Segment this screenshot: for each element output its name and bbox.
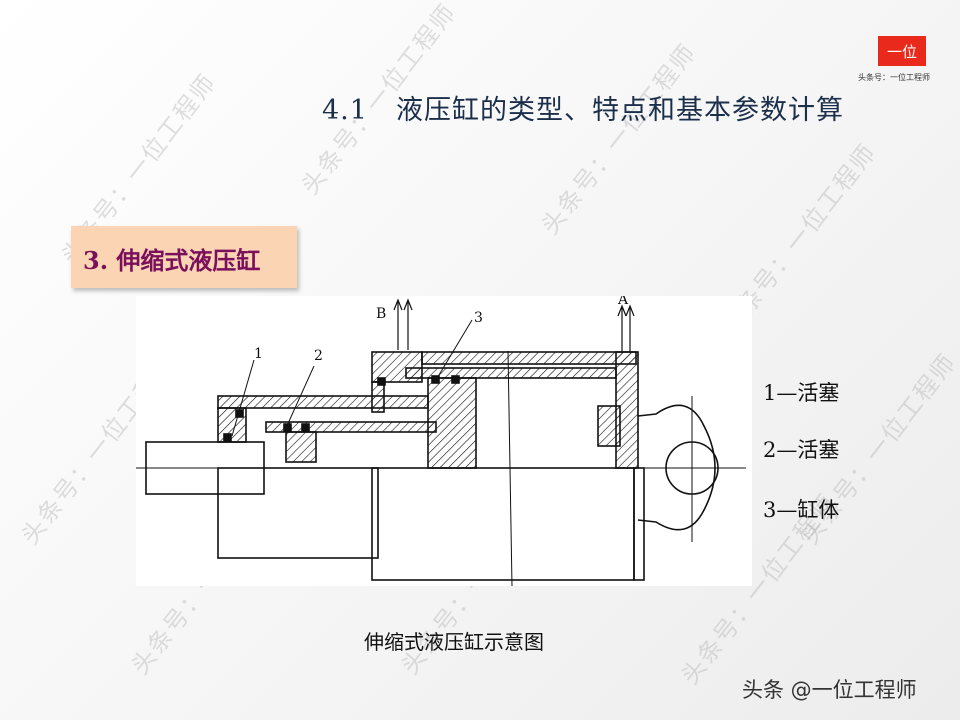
- part-3-label: 3: [474, 310, 483, 326]
- port-a-label: A: [617, 296, 629, 308]
- port-b-label: B: [376, 306, 386, 322]
- part-1-label: 1: [254, 346, 263, 362]
- watermark: 头条号：一位工程师: [535, 38, 703, 240]
- brand-logo: 一位: [878, 36, 926, 66]
- brand-caption: 头条号：一位工程师: [858, 73, 930, 82]
- section-heading: 3. 伸缩式液压缸: [83, 246, 261, 275]
- legend-item-piston-1: 1—活塞: [763, 381, 840, 405]
- legend-item-piston-2: 2—活塞: [763, 438, 840, 462]
- slide-title: 4.1 液压缸的类型、特点和基本参数计算: [322, 95, 844, 126]
- figure-caption: 伸缩式液压缸示意图: [364, 630, 544, 654]
- legend-item-cylinder-body: 3—缸体: [763, 498, 840, 522]
- section-heading-box: 3. 伸缩式液压缸: [71, 226, 297, 288]
- footer-credit: 头条 @一位工程师: [742, 678, 917, 702]
- cylinder-drawing: B A 1 2 3: [136, 292, 746, 587]
- part-2-label: 2: [314, 348, 323, 364]
- telescopic-cylinder-diagram: B A 1 2 3: [136, 292, 752, 587]
